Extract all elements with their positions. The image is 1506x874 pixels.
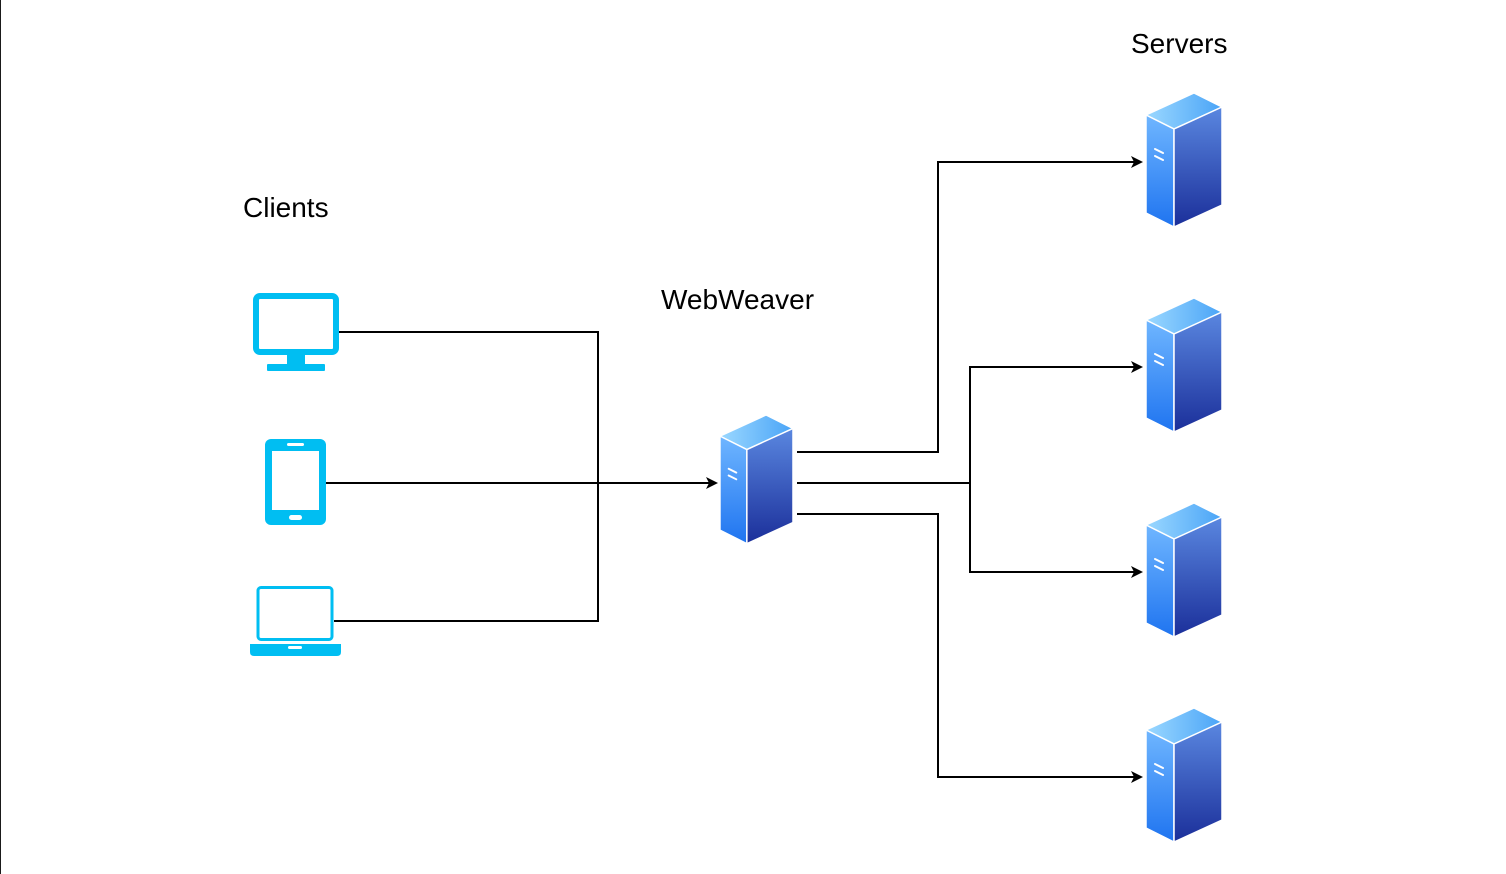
connector-laptop-to-webweaver [334, 483, 599, 622]
tablet-icon [265, 439, 326, 525]
clients-label: Clients [243, 192, 329, 223]
server-connectors [797, 156, 1143, 783]
servers-label: Servers [1131, 28, 1228, 59]
connector-webweaver-to-server-4 [797, 513, 1143, 783]
webweaver-label: WebWeaver [661, 284, 815, 315]
client-connectors [326, 331, 718, 622]
connector-webweaver-to-server-1 [797, 156, 1143, 453]
connector-webweaver-to-server-3 [969, 483, 1143, 578]
desktop-monitor-icon [253, 293, 339, 371]
server-2-icon [1145, 297, 1223, 433]
server-3-icon [1145, 502, 1223, 638]
connector-desktop-to-webweaver [338, 331, 599, 483]
connector-webweaver-to-server-2 [797, 361, 1143, 484]
webweaver-server-icon [719, 414, 794, 545]
page-border [0, 0, 1, 874]
laptop-icon [250, 586, 341, 656]
server-4-icon [1145, 707, 1223, 843]
server-1-icon [1145, 92, 1223, 228]
